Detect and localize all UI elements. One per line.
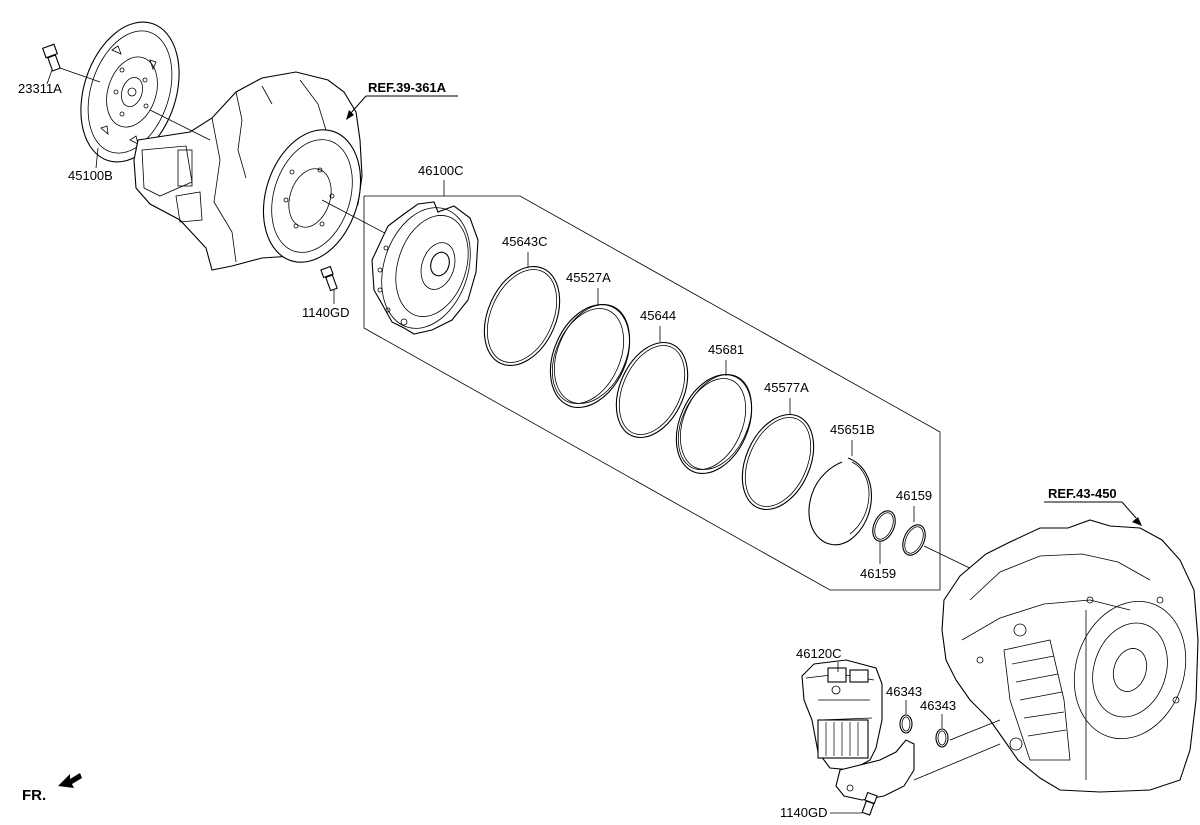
clutch-plate-45681[interactable] [662, 363, 766, 486]
label-45577a: 45577A [764, 380, 809, 395]
front-indicator-label: FR. [22, 787, 46, 804]
label-1140gd-top: 1140GD [302, 305, 349, 320]
label-46120c: 46120C [796, 646, 842, 661]
label-45644: 45644 [640, 308, 676, 323]
o-ring-46159-right[interactable] [898, 521, 929, 558]
bolt-1140gd-top[interactable] [320, 265, 338, 292]
ring-45644[interactable] [602, 331, 701, 448]
label-23311a: 23311A [18, 81, 62, 96]
ring-45643c[interactable] [470, 255, 574, 378]
bolt-23311a[interactable] [41, 43, 101, 83]
ref-43-450[interactable]: REF.43-450 [1048, 486, 1117, 501]
motor-housing[interactable] [133, 71, 377, 275]
clutch-plate-45527a[interactable] [535, 292, 645, 420]
oil-pump-46100c[interactable] [367, 196, 485, 340]
label-45100b: 45100B [68, 168, 113, 183]
label-45527a: 45527A [566, 270, 611, 285]
front-arrow-icon [58, 773, 82, 788]
label-1140gd-bottom: 1140GD [780, 805, 827, 820]
transmission-case[interactable] [941, 519, 1200, 793]
o-ring-46159-left[interactable] [868, 507, 899, 544]
ring-45577a[interactable] [728, 403, 827, 520]
snap-ring-45651b[interactable] [808, 457, 872, 546]
parts-group-frame [363, 195, 941, 591]
o-ring-46343-left[interactable] [899, 714, 913, 734]
label-46159-top: 46159 [896, 488, 932, 503]
label-45643c: 45643C [502, 234, 548, 249]
label-45681: 45681 [708, 342, 744, 357]
label-46100c: 46100C [418, 163, 464, 178]
oil-pump-actuator-46120c[interactable] [801, 659, 915, 801]
drive-plate-45100b[interactable] [64, 9, 196, 174]
ref-39-361a[interactable]: REF.39-361A [368, 80, 447, 95]
label-46343-left: 46343 [886, 684, 922, 699]
label-45651b: 45651B [830, 422, 875, 437]
o-ring-46343-right[interactable] [935, 728, 949, 748]
label-46343-right: 46343 [920, 698, 956, 713]
label-46159-bottom: 46159 [860, 566, 896, 581]
bolt-1140gd-bottom[interactable] [861, 791, 878, 816]
